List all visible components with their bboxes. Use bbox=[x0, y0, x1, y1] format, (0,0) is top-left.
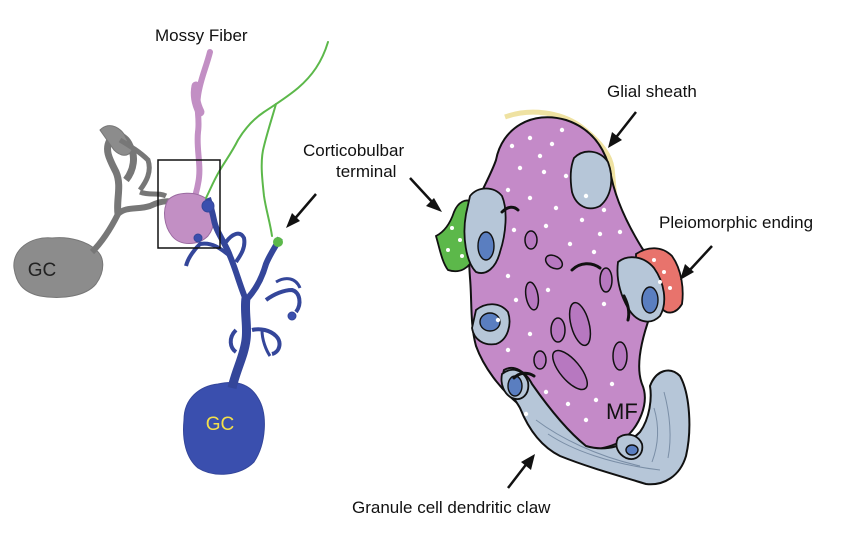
mf-label: MF bbox=[606, 399, 638, 424]
gray-granule-cell bbox=[13, 125, 175, 298]
synaptic-vesicles bbox=[495, 127, 623, 423]
corticobulbar-axon bbox=[205, 41, 329, 237]
terminal-vesicles bbox=[446, 226, 672, 290]
glial-sheath-label: Glial sheath bbox=[607, 82, 697, 101]
corticobulbar-label-line1: Corticobulbar bbox=[303, 141, 404, 160]
mossy-fiber-axon bbox=[187, 49, 213, 215]
dendrite-nuclei bbox=[477, 231, 659, 456]
mossy-fiber-label: Mossy Fiber bbox=[155, 26, 248, 45]
gc-gray-label: GC bbox=[28, 260, 57, 281]
blue-granule-cell bbox=[183, 197, 302, 475]
synaptic-densities bbox=[500, 205, 631, 380]
corticobulbar-arrow-right bbox=[409, 177, 442, 212]
granule-claw-label: Granule cell dendritic claw bbox=[352, 498, 551, 517]
glial-sheath-arrow bbox=[608, 111, 637, 148]
gc-blue-label: GC bbox=[206, 414, 235, 435]
corticobulbar-arrow-left bbox=[286, 193, 317, 228]
mitochondria bbox=[524, 230, 628, 391]
corticobulbar-label-line2: terminal bbox=[336, 162, 396, 181]
pleiomorphic-ending-label: Pleiomorphic ending bbox=[659, 213, 813, 232]
claw-fibers bbox=[535, 391, 671, 471]
pleiomorphic-arrow bbox=[680, 245, 713, 280]
corticobulbar-bouton-left bbox=[273, 237, 283, 247]
dendritic-claw bbox=[502, 366, 691, 486]
granule-claw-arrow bbox=[507, 454, 535, 489]
inset-box bbox=[157, 159, 221, 249]
